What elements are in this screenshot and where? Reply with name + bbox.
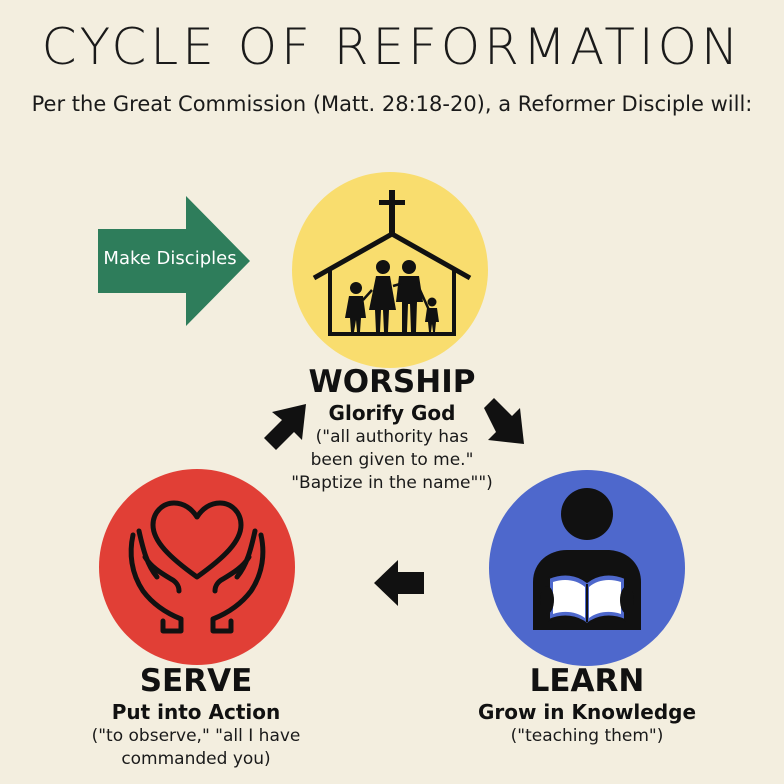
worship-title: WORSHIP — [308, 364, 476, 400]
arrow-serve-to-worship — [264, 404, 306, 450]
person-reading-icon — [533, 488, 641, 630]
serve-quote-line: ("to observe," "all I have — [91, 726, 301, 746]
hands-heart-icon — [128, 500, 266, 634]
make-disciples-arrow: Make Disciples — [98, 196, 250, 326]
church-family-icon — [312, 190, 472, 336]
make-disciples-label: Make Disciples — [103, 248, 237, 269]
arrow-learn-to-serve — [374, 560, 424, 606]
serve-circle — [99, 469, 295, 665]
serve-title: SERVE — [139, 663, 253, 699]
make-disciples-arrow-shape — [98, 196, 250, 326]
learn-text-block: LEARN Grow in Knowledge ("teaching them"… — [437, 663, 737, 748]
learn-circle — [489, 470, 685, 666]
serve-subtitle: Put into Action — [111, 700, 281, 724]
worship-quote-line: "Baptize in the name"") — [291, 473, 493, 493]
learn-quote-line: ("teaching them") — [510, 726, 664, 746]
arrow-worship-to-learn — [484, 398, 524, 444]
serve-quote-line: commanded you) — [121, 749, 271, 769]
worship-text-block: WORSHIP Glorify God ("all authority has … — [242, 364, 542, 495]
worship-subtitle: Glorify God — [328, 401, 456, 425]
worship-quote-line: ("all authority has — [315, 427, 469, 447]
serve-text-block: SERVE Put into Action ("to observe," "al… — [46, 663, 346, 771]
learn-subtitle: Grow in Knowledge — [477, 700, 697, 724]
worship-quote-line: been given to me." — [310, 450, 474, 470]
page-subtitle: Per the Great Commission (Matt. 28:18-20… — [31, 92, 753, 116]
worship-circle — [292, 172, 488, 368]
page-title: CYCLE OF REFORMATION — [41, 18, 743, 76]
learn-title: LEARN — [529, 663, 645, 699]
